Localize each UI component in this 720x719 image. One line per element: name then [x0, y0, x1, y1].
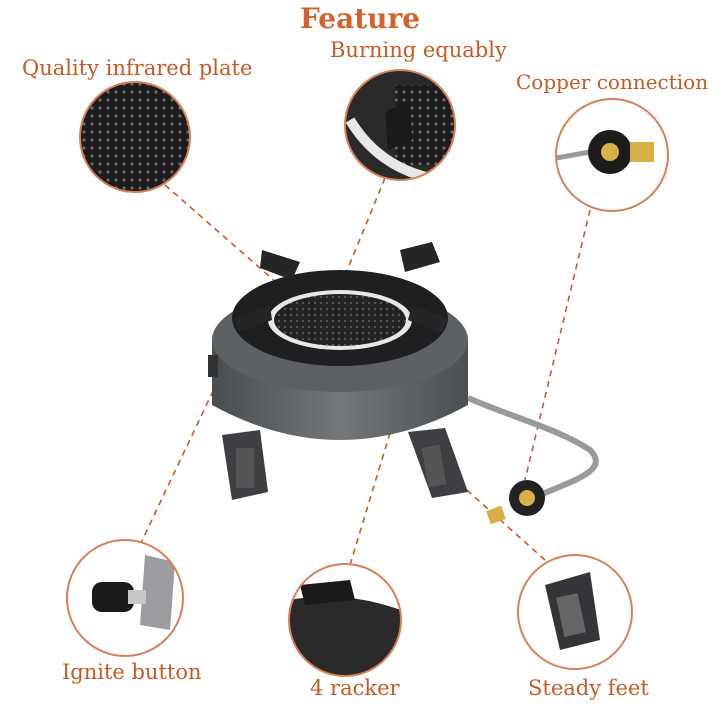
label-ignite: Ignite button: [62, 660, 202, 684]
label-burning: Burning equably: [330, 38, 507, 62]
callout-ignite: [66, 539, 184, 657]
label-copper: Copper connection: [516, 70, 709, 94]
callout-racker: [288, 563, 402, 677]
callout-burning: [344, 69, 456, 181]
hose-regulator: [486, 480, 545, 525]
label-feet: Steady feet: [528, 676, 649, 700]
label-infrared-plate: Quality infrared plate: [22, 56, 253, 80]
callout-feet: [517, 554, 633, 670]
gas-hose: [466, 395, 599, 498]
label-racker: 4 racker: [310, 676, 400, 700]
stove-legs: [222, 428, 468, 500]
stove-body: [208, 270, 468, 440]
page-title: Feature: [299, 2, 421, 35]
callout-copper: [555, 98, 669, 212]
callout-infrared-plate: [79, 81, 191, 193]
pot-supports: [235, 242, 448, 334]
